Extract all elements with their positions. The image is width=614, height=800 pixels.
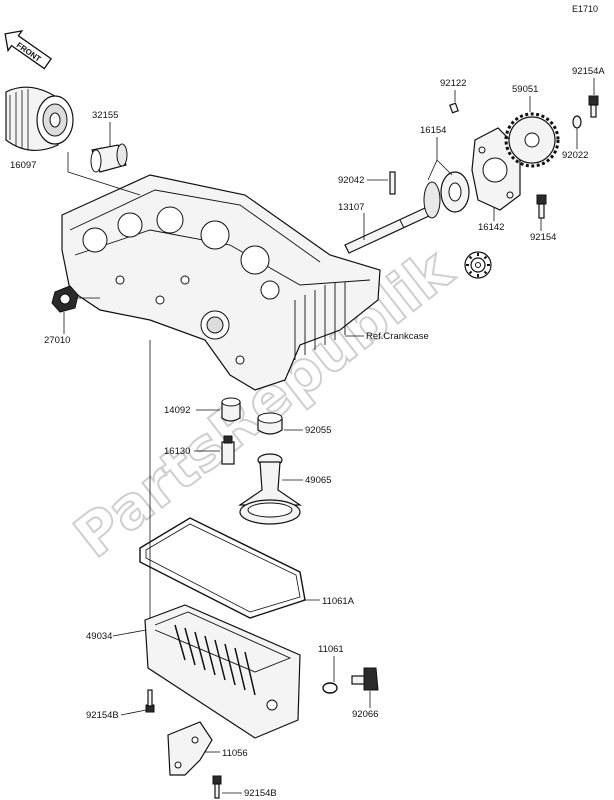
bolt-92154 [536, 194, 547, 219]
diagram-code: E1710 [572, 4, 598, 14]
bolt-92154A [588, 95, 599, 118]
label-92154B-bottom: 92154B [244, 788, 277, 799]
label-16154: 16154 [420, 125, 446, 136]
label-11061: 11061 [318, 644, 344, 655]
washer-11061 [322, 682, 338, 694]
collar-14092 [221, 397, 241, 422]
label-27010: 27010 [44, 335, 70, 346]
oil-pan-gasket [139, 517, 306, 619]
oil-pan [144, 604, 301, 739]
ref-crankcase-label: Ref.Crankcase [366, 331, 429, 342]
front-arrow-icon: FRONT [4, 29, 53, 70]
label-49065: 49065 [305, 475, 331, 486]
crankcase [61, 174, 381, 391]
relief-valve [221, 435, 235, 465]
pump-rotor [423, 171, 470, 219]
label-92122: 92122 [440, 78, 466, 89]
oil-pipe [90, 143, 128, 173]
pin-92122 [449, 102, 459, 114]
label-16142: 16142 [478, 222, 504, 233]
label-16130: 16130 [164, 446, 190, 457]
label-59051: 59051 [512, 84, 538, 95]
label-11061A: 11061A [322, 596, 355, 607]
oring-92055 [257, 412, 283, 435]
label-92154: 92154 [530, 232, 556, 243]
bolt-92154B-left [145, 689, 155, 713]
label-92154B-left: 92154B [86, 710, 119, 721]
washer-92022 [572, 115, 582, 129]
pin-92042 [389, 171, 396, 195]
label-16097: 16097 [10, 160, 36, 171]
label-92055: 92055 [305, 425, 331, 436]
label-13107: 13107 [338, 202, 364, 213]
drain-bolt-92066 [351, 667, 379, 691]
pump-sprocket [504, 112, 560, 168]
label-11056: 11056 [222, 748, 248, 759]
label-14092: 14092 [164, 405, 190, 416]
oil-filter [5, 86, 74, 151]
bolt-92154B-bottom [212, 775, 222, 799]
label-92066: 92066 [352, 709, 378, 720]
drain-plug-27010 [51, 285, 79, 313]
label-32155: 32155 [92, 110, 118, 121]
label-92022: 92022 [562, 150, 588, 161]
label-49034: 49034 [86, 631, 112, 642]
gear-icon [464, 251, 492, 279]
label-92154A: 92154A [572, 66, 605, 77]
bracket-11056 [167, 721, 213, 776]
oil-strainer [238, 453, 302, 525]
label-92042: 92042 [338, 175, 364, 186]
